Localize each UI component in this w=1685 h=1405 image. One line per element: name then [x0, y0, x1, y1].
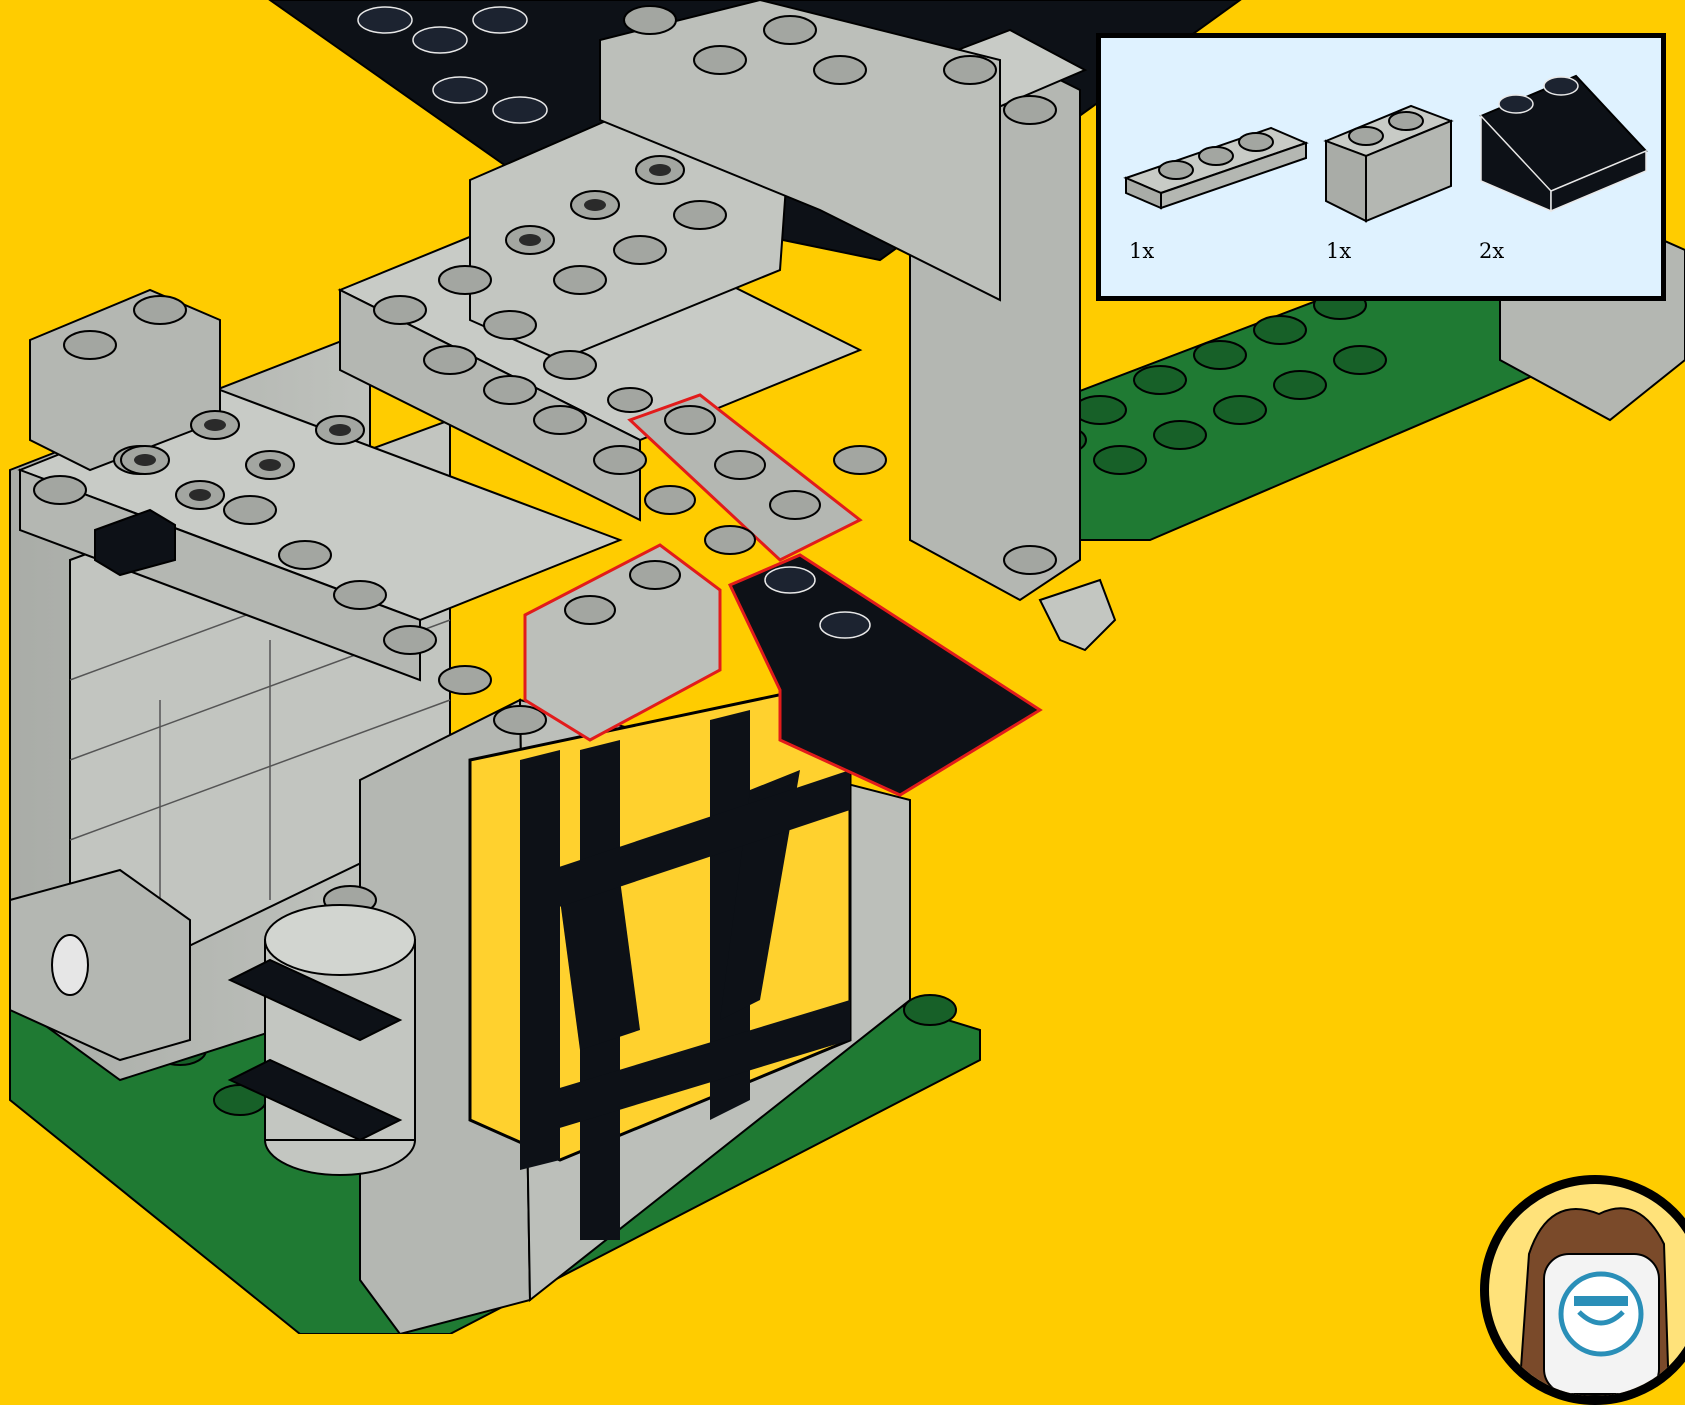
clip-brick — [1040, 580, 1115, 650]
parts-list-panel: 1x 1x 2x — [1096, 33, 1666, 301]
avatar-badge — [1480, 1175, 1685, 1405]
part-quantity-1: 1x — [1129, 239, 1154, 263]
brick-1x2-grey-icon — [1321, 96, 1461, 236]
part-quantity-3: 2x — [1479, 239, 1504, 263]
plate-1x3-grey-icon — [1121, 108, 1311, 228]
technic-hole — [52, 935, 88, 995]
slope-2x2-black-icon — [1476, 66, 1656, 226]
new-part-brick-1x2 — [525, 545, 720, 740]
building-step-canvas: 1x 1x 2x — [0, 0, 1685, 1334]
avatar-mascot-icon — [1489, 1184, 1685, 1396]
part-quantity-2: 1x — [1326, 239, 1351, 263]
